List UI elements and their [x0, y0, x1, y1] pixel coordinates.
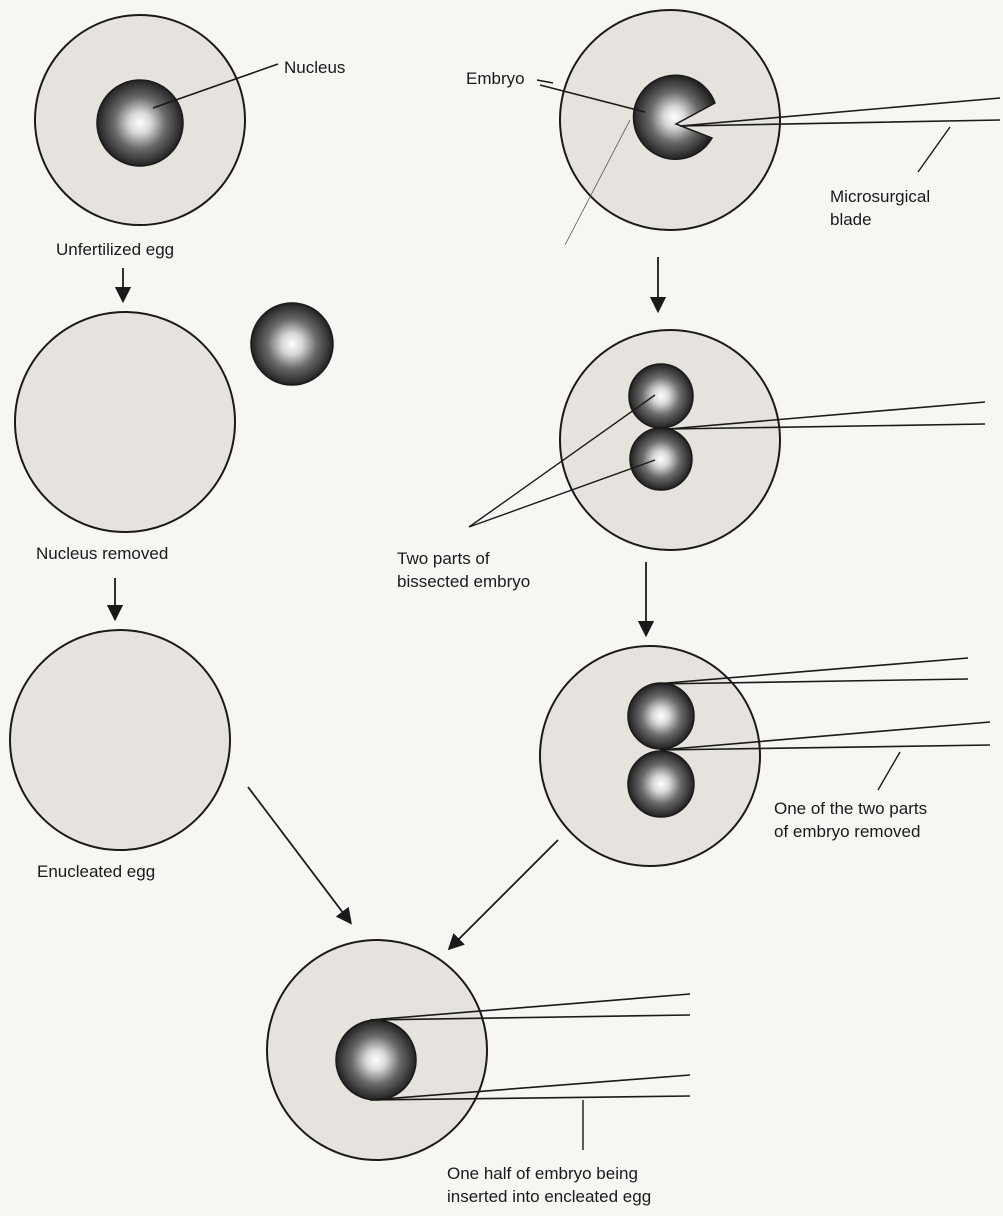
label-one-part-removed-line1: One of the two parts [774, 797, 927, 820]
label-nucleus-removed: Nucleus removed [36, 542, 168, 565]
embryo-half-lower [630, 428, 692, 490]
egg-nucleus [97, 80, 183, 166]
label-microsurgical-blade-line2: blade [830, 208, 930, 231]
label-microsurgical-blade: Microsurgical blade [830, 185, 930, 231]
label-two-parts-line2: bissected embryo [397, 570, 530, 593]
label-two-parts-line1: Two parts of [397, 547, 530, 570]
arrow-to-final-right [450, 840, 558, 948]
enucleated-egg [10, 630, 230, 850]
blade-pointer [918, 127, 950, 172]
arrow-to-final-left [248, 787, 350, 922]
label-nucleus: Nucleus [284, 56, 345, 79]
removed-pointer [878, 752, 900, 790]
label-two-parts: Two parts of bissected embryo [397, 547, 530, 593]
embryo-half-upper [629, 364, 693, 428]
label-half-inserted: One half of embryo being inserted into e… [447, 1162, 651, 1208]
embryo-half-2 [628, 751, 694, 817]
removed-nucleus [251, 303, 333, 385]
label-unfertilized-egg: Unfertilized egg [56, 238, 174, 261]
embryo-pointer-tail [537, 80, 553, 83]
label-enucleated-egg: Enucleated egg [37, 860, 155, 883]
inserted-embryo-half [336, 1020, 416, 1100]
label-one-part-removed-line2: of embryo removed [774, 820, 927, 843]
label-one-part-removed: One of the two parts of embryo removed [774, 797, 927, 843]
label-half-inserted-line1: One half of embryo being [447, 1162, 651, 1185]
embryo-half-1 [628, 683, 694, 749]
egg-nucleus-removed [15, 312, 235, 532]
label-half-inserted-line2: inserted into encleated egg [447, 1185, 651, 1208]
label-embryo: Embryo [466, 67, 525, 90]
label-microsurgical-blade-line1: Microsurgical [830, 185, 930, 208]
